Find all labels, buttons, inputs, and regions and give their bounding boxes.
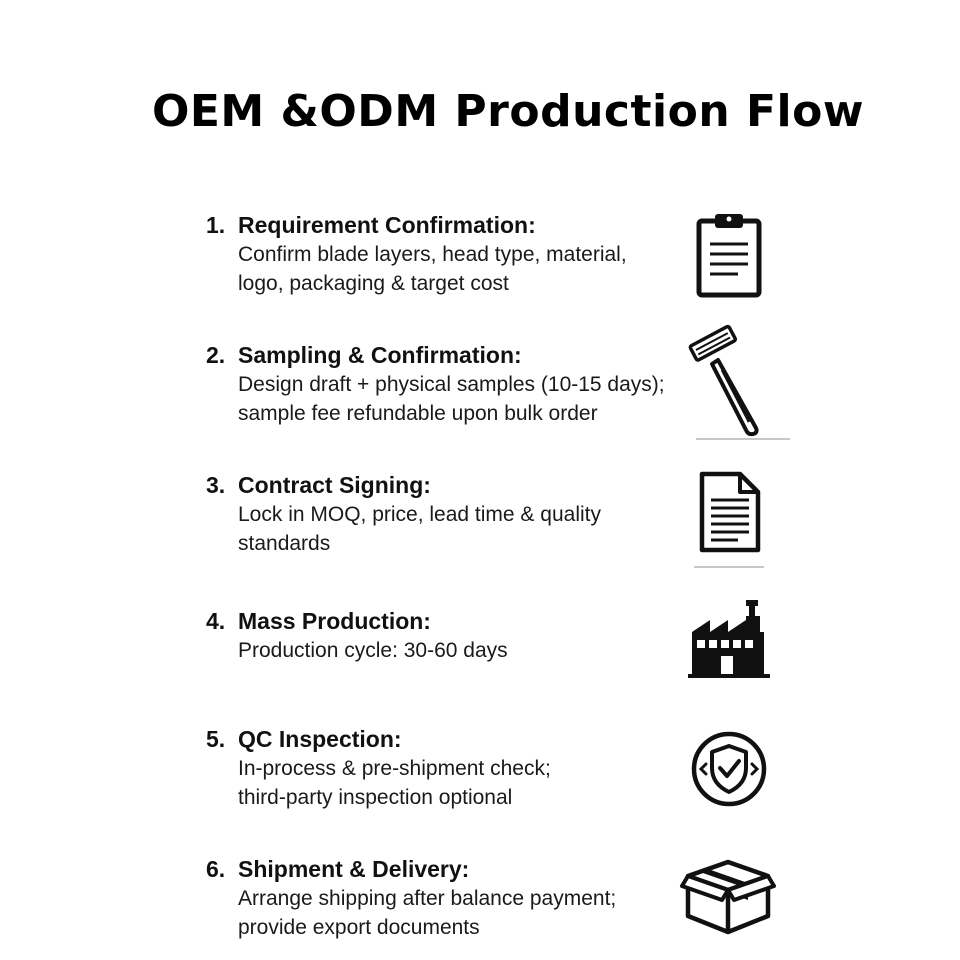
step-number: 4. xyxy=(206,608,226,634)
step-heading: 6. Shipment & Delivery: xyxy=(206,854,706,884)
step-description-line: Lock in MOQ, price, lead time & quality xyxy=(238,503,601,526)
step-heading: 4. Mass Production: xyxy=(206,606,706,636)
step-description-line: standards xyxy=(238,532,331,555)
step-description: In-process & pre-shipment check; third-p… xyxy=(238,754,708,812)
page-title: OEM &ODM Production Flow xyxy=(151,86,865,137)
document-icon xyxy=(698,470,762,554)
step-title: QC Inspection: xyxy=(238,726,402,752)
step-1: 1. Requirement Confirmation: Confirm blad… xyxy=(206,210,706,298)
package-icon xyxy=(680,854,776,936)
step-number: 2. xyxy=(206,342,226,368)
step-description: Lock in MOQ, price, lead time & quality … xyxy=(238,500,708,558)
step-description-line: logo, packaging & target cost xyxy=(238,272,509,295)
divider-line xyxy=(696,438,790,440)
step-heading: 3. Contract Signing: xyxy=(206,470,706,500)
step-heading: 1. Requirement Confirmation: xyxy=(206,210,706,240)
step-description-line: sample fee refundable upon bulk order xyxy=(238,402,598,425)
step-6: 6. Shipment & Delivery: Arrange shipping … xyxy=(206,854,706,942)
step-description: Confirm blade layers, head type, materia… xyxy=(238,240,708,298)
step-description-line: third-party inspection optional xyxy=(238,786,513,809)
step-number: 1. xyxy=(206,212,226,238)
step-description-line: provide export documents xyxy=(238,916,480,939)
razor-icon xyxy=(688,324,772,437)
step-4: 4. Mass Production: Production cycle: 30-… xyxy=(206,606,706,665)
divider-line xyxy=(694,566,764,568)
step-description: Production cycle: 30-60 days xyxy=(238,636,708,665)
factory-icon xyxy=(688,598,770,678)
step-description: Arrange shipping after balance payment; … xyxy=(238,884,708,942)
step-number: 5. xyxy=(206,726,226,752)
step-heading: 2. Sampling & Confirmation: xyxy=(206,340,706,370)
step-description-line: Production cycle: 30-60 days xyxy=(238,639,508,662)
step-description-line: Arrange shipping after balance payment; xyxy=(238,887,617,910)
step-5: 5. QC Inspection: In-process & pre-shipme… xyxy=(206,724,706,812)
step-description: Design draft + physical samples (10-15 d… xyxy=(238,370,708,428)
step-description-line: Confirm blade layers, head type, materia… xyxy=(238,243,627,266)
step-heading: 5. QC Inspection: xyxy=(206,724,706,754)
step-number: 6. xyxy=(206,856,226,882)
shield-check-icon xyxy=(690,730,768,808)
step-description-line: In-process & pre-shipment check; xyxy=(238,757,551,780)
clipboard-icon xyxy=(696,212,762,298)
step-3: 3. Contract Signing: Lock in MOQ, price, … xyxy=(206,470,706,558)
step-title: Requirement Confirmation: xyxy=(238,212,536,238)
step-title: Mass Production: xyxy=(238,608,431,634)
step-2: 2. Sampling & Confirmation: Design draft … xyxy=(206,340,706,428)
step-title: Sampling & Confirmation: xyxy=(238,342,522,368)
step-description-line: Design draft + physical samples (10-15 d… xyxy=(238,373,665,396)
step-title: Shipment & Delivery: xyxy=(238,856,470,882)
step-number: 3. xyxy=(206,472,226,498)
step-title: Contract Signing: xyxy=(238,472,431,498)
